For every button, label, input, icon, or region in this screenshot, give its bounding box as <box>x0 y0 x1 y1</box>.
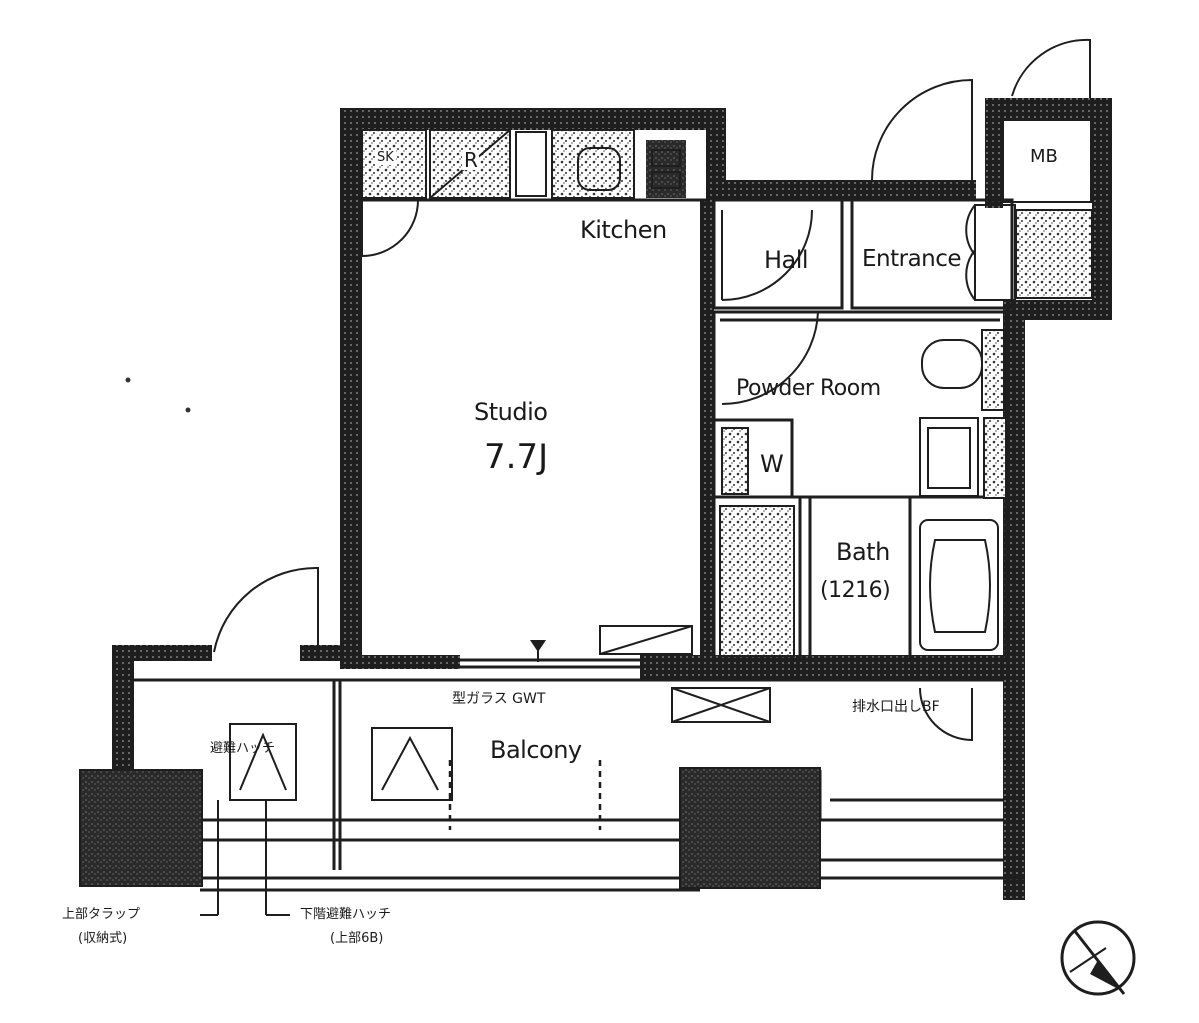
balcony-fixtures <box>79 687 821 916</box>
door-swing-icon <box>213 38 1091 742</box>
powder-room-label: Powder Room <box>736 376 881 401</box>
balcony-label: Balcony <box>490 736 582 764</box>
washer-label: W <box>760 450 784 478</box>
escape-hatch-note: 避難ハッチ <box>210 741 276 756</box>
drain-note: 排水口出しBF <box>852 699 940 715</box>
refrigerator-label: R <box>462 148 480 172</box>
glass-note: 型ガラス GWT <box>452 691 546 707</box>
scan-speck <box>125 377 131 383</box>
meter-box-label: MB <box>1030 146 1058 167</box>
bath-size-label: (1216) <box>820 578 891 603</box>
entrance-label: Entrance <box>862 246 962 272</box>
powder-room-fixtures <box>719 329 1007 657</box>
hall-label: Hall <box>764 246 809 274</box>
exterior-walls <box>112 98 1112 900</box>
trap-note-line1: 上部タラップ <box>62 907 141 922</box>
north-arrow-icon <box>1060 920 1136 996</box>
bath-fixtures <box>919 519 999 651</box>
scan-speck <box>185 407 191 413</box>
shoe-storage-label: SK <box>375 150 396 165</box>
entrance-fixtures <box>974 119 1093 301</box>
kitchen-label: Kitchen <box>580 216 667 244</box>
kitchen-fixtures <box>361 129 693 655</box>
trap-note-line2: (収納式) <box>78 931 128 946</box>
interior-partitions <box>134 198 1025 892</box>
hatch-note-line1: 下階避難ハッチ <box>300 907 392 922</box>
studio-label: Studio <box>474 398 548 426</box>
bath-label: Bath <box>836 538 890 566</box>
hatch-note-line2: (上部6B) <box>330 931 384 946</box>
studio-size-label: 7.7J <box>484 437 549 477</box>
